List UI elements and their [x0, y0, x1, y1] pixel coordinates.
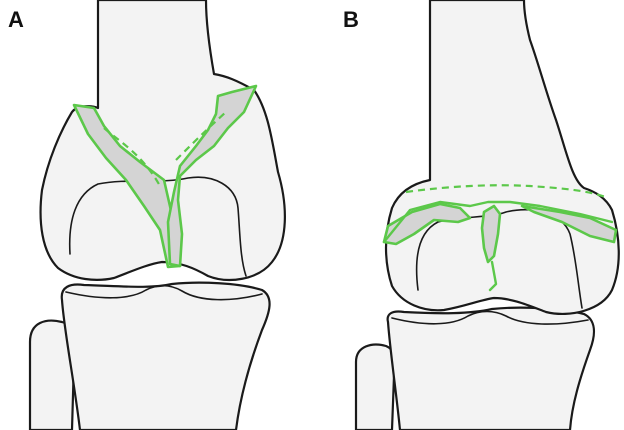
panel-b-tibia — [388, 308, 594, 430]
panel-a-tibia — [62, 283, 270, 430]
panel-b-knee — [356, 0, 619, 430]
panel-b-fibula — [356, 345, 396, 430]
panel-a-knee — [30, 0, 285, 430]
panel-b-femur — [386, 0, 619, 314]
